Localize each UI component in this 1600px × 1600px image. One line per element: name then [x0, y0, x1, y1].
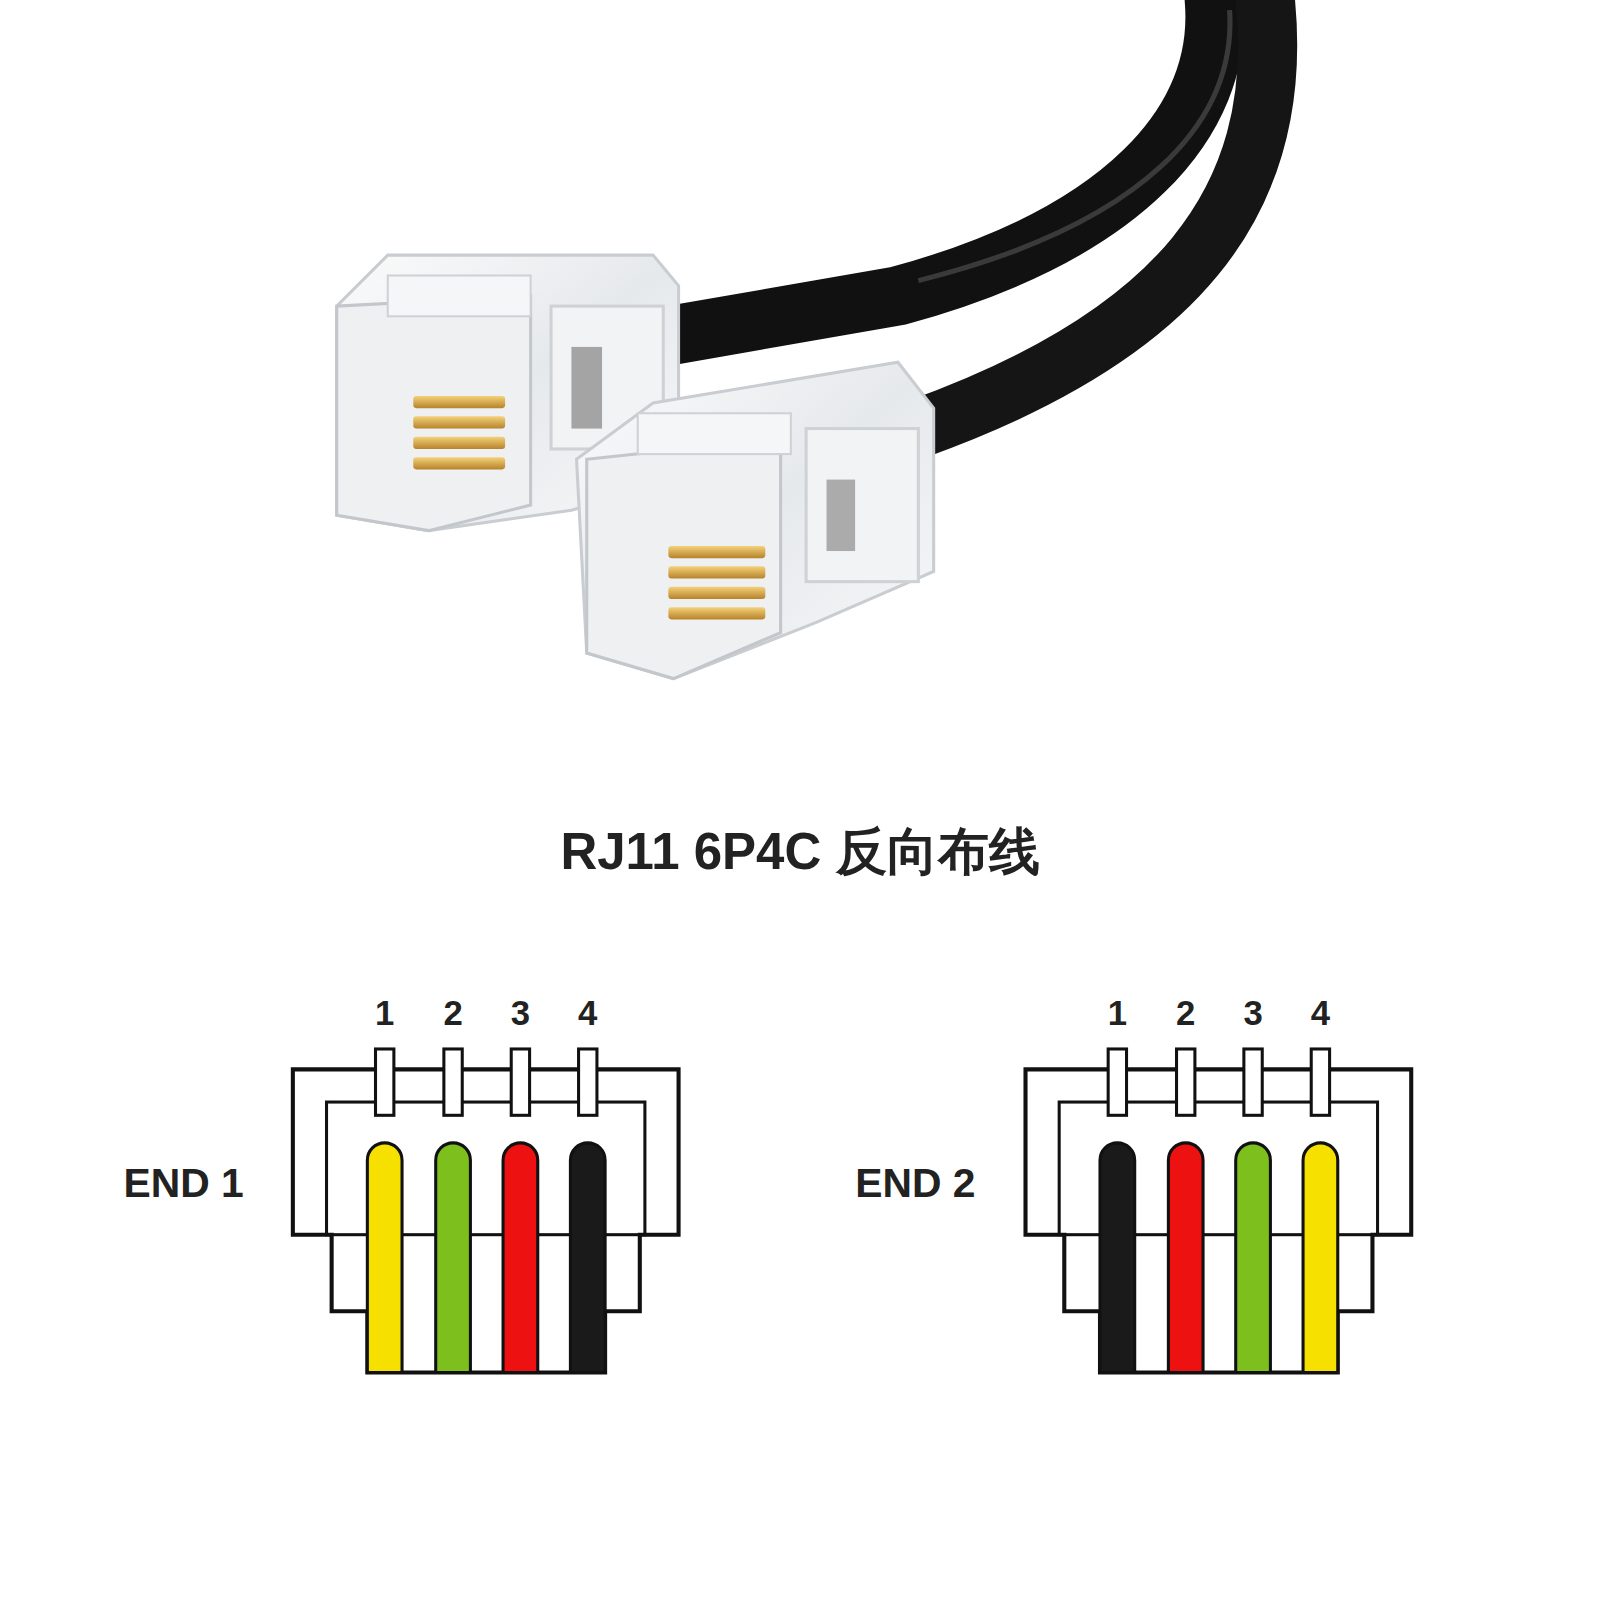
pin-number: 4 [1311, 993, 1330, 1033]
pin-number: 1 [1108, 993, 1127, 1033]
connector-outline [1026, 1049, 1412, 1372]
pin-number: 1 [375, 993, 394, 1033]
pin-number: 4 [578, 993, 597, 1033]
connector-outline [293, 1049, 679, 1372]
pin-number: 3 [511, 993, 530, 1033]
pin-number: 3 [1243, 993, 1262, 1033]
diagram-title: RJ11 6P4C 反向布线 [560, 818, 1039, 886]
pin-number: 2 [1176, 993, 1195, 1033]
pin-number: 2 [443, 993, 462, 1033]
end-label: END 1 [124, 1161, 244, 1207]
end-label: END 2 [855, 1161, 975, 1207]
